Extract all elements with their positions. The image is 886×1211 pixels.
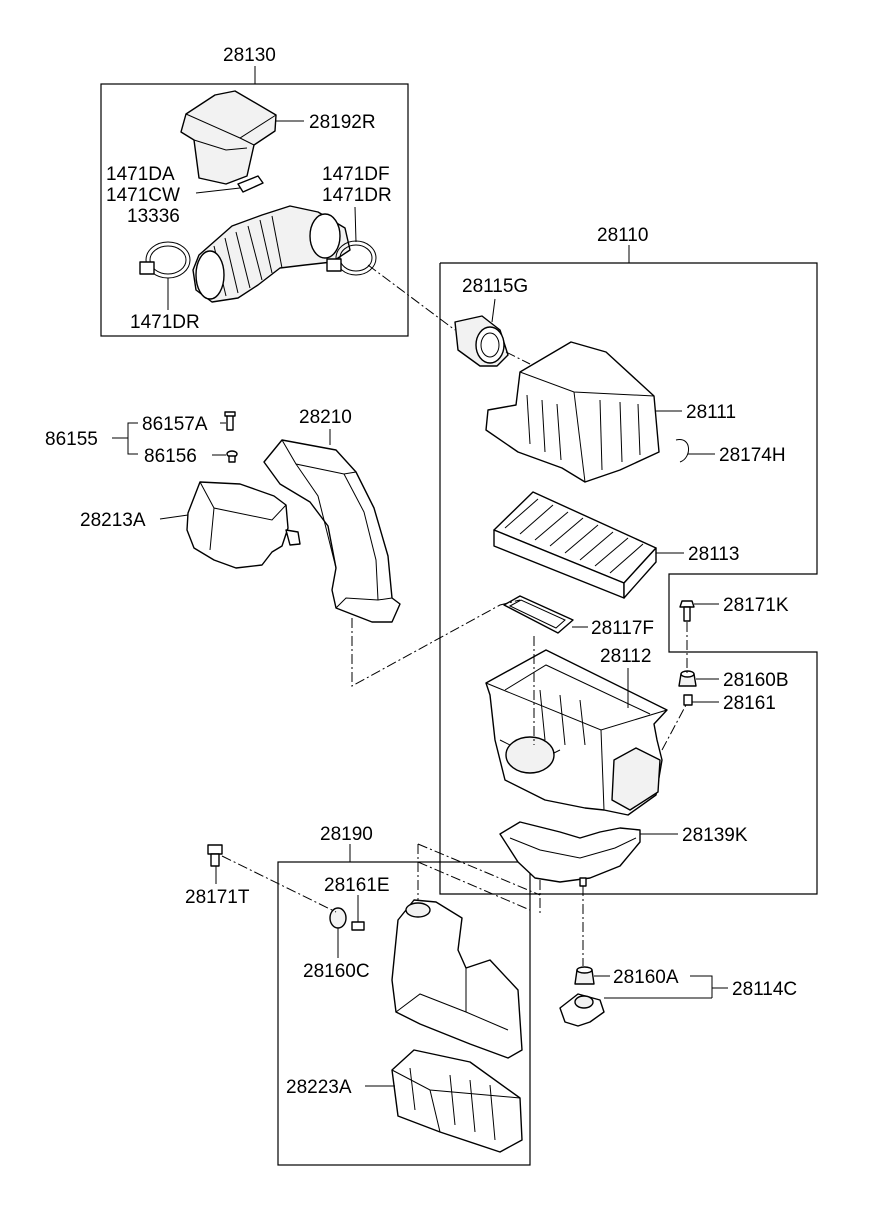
bracket-28114C xyxy=(559,993,605,1027)
label-1471CW: 1471CW xyxy=(106,185,180,206)
label-28110: 28110 xyxy=(597,225,648,246)
dash-body-to-collar xyxy=(661,704,687,751)
grommet-28160C xyxy=(329,907,347,929)
label-86155: 86155 xyxy=(45,429,98,450)
box-28110-group xyxy=(439,262,818,895)
clip-1471DA xyxy=(237,175,264,193)
dash-hose-to-duct xyxy=(367,264,456,331)
bolt-28171T xyxy=(207,844,223,867)
grommet-86156 xyxy=(226,450,238,463)
label-28161E: 28161E xyxy=(324,875,390,896)
grommet-28160B xyxy=(678,670,697,687)
label-86157A: 86157A xyxy=(142,414,208,435)
collar-28161E xyxy=(351,921,365,931)
leader-86155 xyxy=(127,422,138,455)
leader-28114C xyxy=(690,975,713,998)
label-28160A: 28160A xyxy=(613,967,679,988)
label-28190: 28190 xyxy=(320,824,373,845)
label-28160B: 28160B xyxy=(723,670,789,691)
resonator-28192R xyxy=(180,90,277,185)
label-28174H: 28174H xyxy=(719,445,786,466)
label-28171T: 28171T xyxy=(185,887,250,908)
dash-lower-1 xyxy=(417,843,541,896)
leader-28213A xyxy=(159,514,189,520)
filter-element-28113 xyxy=(493,491,657,599)
label-1471DR-b: 1471DR xyxy=(322,185,392,206)
label-28130: 28130 xyxy=(223,45,276,66)
cleaner-cover-28111 xyxy=(485,341,660,483)
label-28161: 28161 xyxy=(723,693,776,714)
label-28114C: 28114C xyxy=(732,979,797,1000)
intake-hose-13336 xyxy=(192,205,351,303)
dash-bolt-t xyxy=(221,855,337,913)
label-28192R: 28192R xyxy=(309,112,376,133)
label-1471DA: 1471DA xyxy=(106,164,175,185)
label-28223A: 28223A xyxy=(286,1077,352,1098)
bolt-28171K xyxy=(679,600,695,622)
dash-guide-to-body xyxy=(351,599,521,687)
air-guide-28210 xyxy=(263,439,401,623)
label-1471DF: 1471DF xyxy=(322,164,390,185)
leader-1471DR-b xyxy=(354,206,357,243)
grommet-28160A xyxy=(574,966,595,985)
air-duct-28115G xyxy=(454,315,509,367)
label-28112: 28112 xyxy=(600,646,651,667)
label-28117F: 28117F xyxy=(591,618,654,639)
label-28139K: 28139K xyxy=(682,825,748,846)
label-13336: 13336 xyxy=(127,206,180,227)
label-28113: 28113 xyxy=(688,544,739,565)
collar-28161 xyxy=(683,694,693,706)
label-28213A: 28213A xyxy=(80,510,146,531)
hose-clamp-left-1471DR xyxy=(139,241,191,279)
seal-28117F xyxy=(503,595,574,634)
label-28160C: 28160C xyxy=(303,961,370,982)
cleaner-body-28112 xyxy=(485,649,668,816)
label-28171K: 28171K xyxy=(723,595,789,616)
box-28190-group xyxy=(277,861,531,1166)
dash-duct-to-cover xyxy=(505,351,531,365)
clip-28174H xyxy=(675,439,689,463)
label-1471DR-a: 1471DR xyxy=(130,312,200,333)
lower-bracket-28190 xyxy=(391,899,523,1059)
leader-1471CW xyxy=(195,187,241,194)
bracket-28139K xyxy=(499,821,641,887)
leader-28115G xyxy=(491,298,496,323)
hose-clamp-right-1471DF xyxy=(326,240,377,276)
dash-lower-2 xyxy=(417,861,531,911)
label-86156: 86156 xyxy=(144,446,197,467)
label-28111: 28111 xyxy=(686,402,736,423)
label-28115G: 28115G xyxy=(462,276,528,297)
tray-28223A xyxy=(391,1049,523,1153)
duct-28213A xyxy=(186,481,301,569)
bolt-86157A xyxy=(224,411,236,431)
label-28210: 28210 xyxy=(299,407,352,428)
